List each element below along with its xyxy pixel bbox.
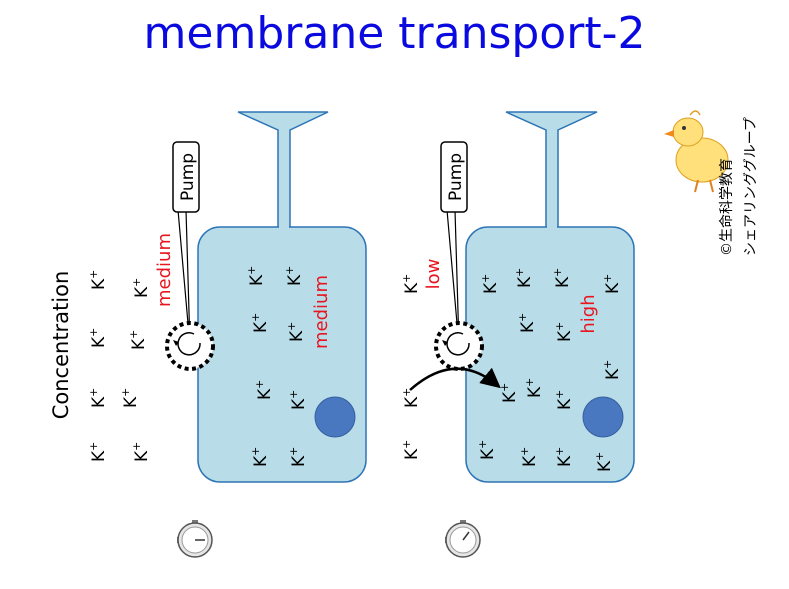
left-pump-ring (165, 321, 215, 371)
potassium-ion: K+ (87, 388, 109, 408)
left-pump-rotation-head (173, 340, 179, 346)
left-cell-neck-join (279, 224, 289, 230)
credit-line-1: ©生命科学教育 (718, 158, 735, 256)
right-outside-level: low (423, 259, 444, 290)
right-cell-funnel (505, 111, 598, 229)
right-cell-nucleus (582, 396, 624, 438)
potassium-ion: K+ (119, 388, 141, 408)
left-stopwatch-icon (177, 520, 213, 558)
right-stopwatch-icon (445, 520, 481, 558)
potassium-ion: K+ (87, 442, 109, 462)
left-cell (197, 111, 367, 483)
right-pump-ring (434, 321, 484, 371)
potassium-ion: K+ (400, 440, 422, 460)
right-cell (465, 111, 635, 483)
left-pump-rotation-icon (177, 332, 201, 356)
left-inside-level: medium (311, 275, 332, 349)
right-pump-callout (440, 141, 468, 213)
left-outside-level: medium (154, 233, 175, 307)
potassium-ion: K+ (87, 270, 109, 290)
left-pump-callout (172, 141, 200, 213)
potassium-ion: K+ (400, 388, 422, 408)
potassium-ion: K+ (130, 278, 152, 298)
left-cell-nucleus (314, 396, 356, 438)
concentration-label: Concentration (49, 271, 73, 420)
right-pump-rotation-icon (446, 332, 470, 356)
potassium-ion: K+ (127, 330, 149, 350)
left-cell-funnel (237, 111, 329, 229)
right-cell-body (465, 226, 635, 483)
credit-line-2: シェアリンググループ (743, 117, 759, 256)
right-inside-level: high (578, 294, 599, 333)
curved-arrow-icon (409, 367, 501, 391)
left-pump: Pump (165, 141, 215, 371)
left-cell-body (197, 226, 367, 483)
right-cell-neck-join (547, 224, 557, 230)
right-pump-label: Pump (446, 153, 466, 201)
right-pump: Pump (434, 141, 484, 371)
potassium-ion: K+ (400, 274, 422, 294)
potassium-ion: K+ (130, 442, 152, 462)
left-pump-label: Pump (178, 153, 198, 201)
chick-icon (664, 110, 729, 193)
right-pump-rotation-head (442, 340, 448, 346)
slide-title: membrane transport-2 (143, 8, 646, 59)
potassium-ion: K+ (87, 328, 109, 348)
